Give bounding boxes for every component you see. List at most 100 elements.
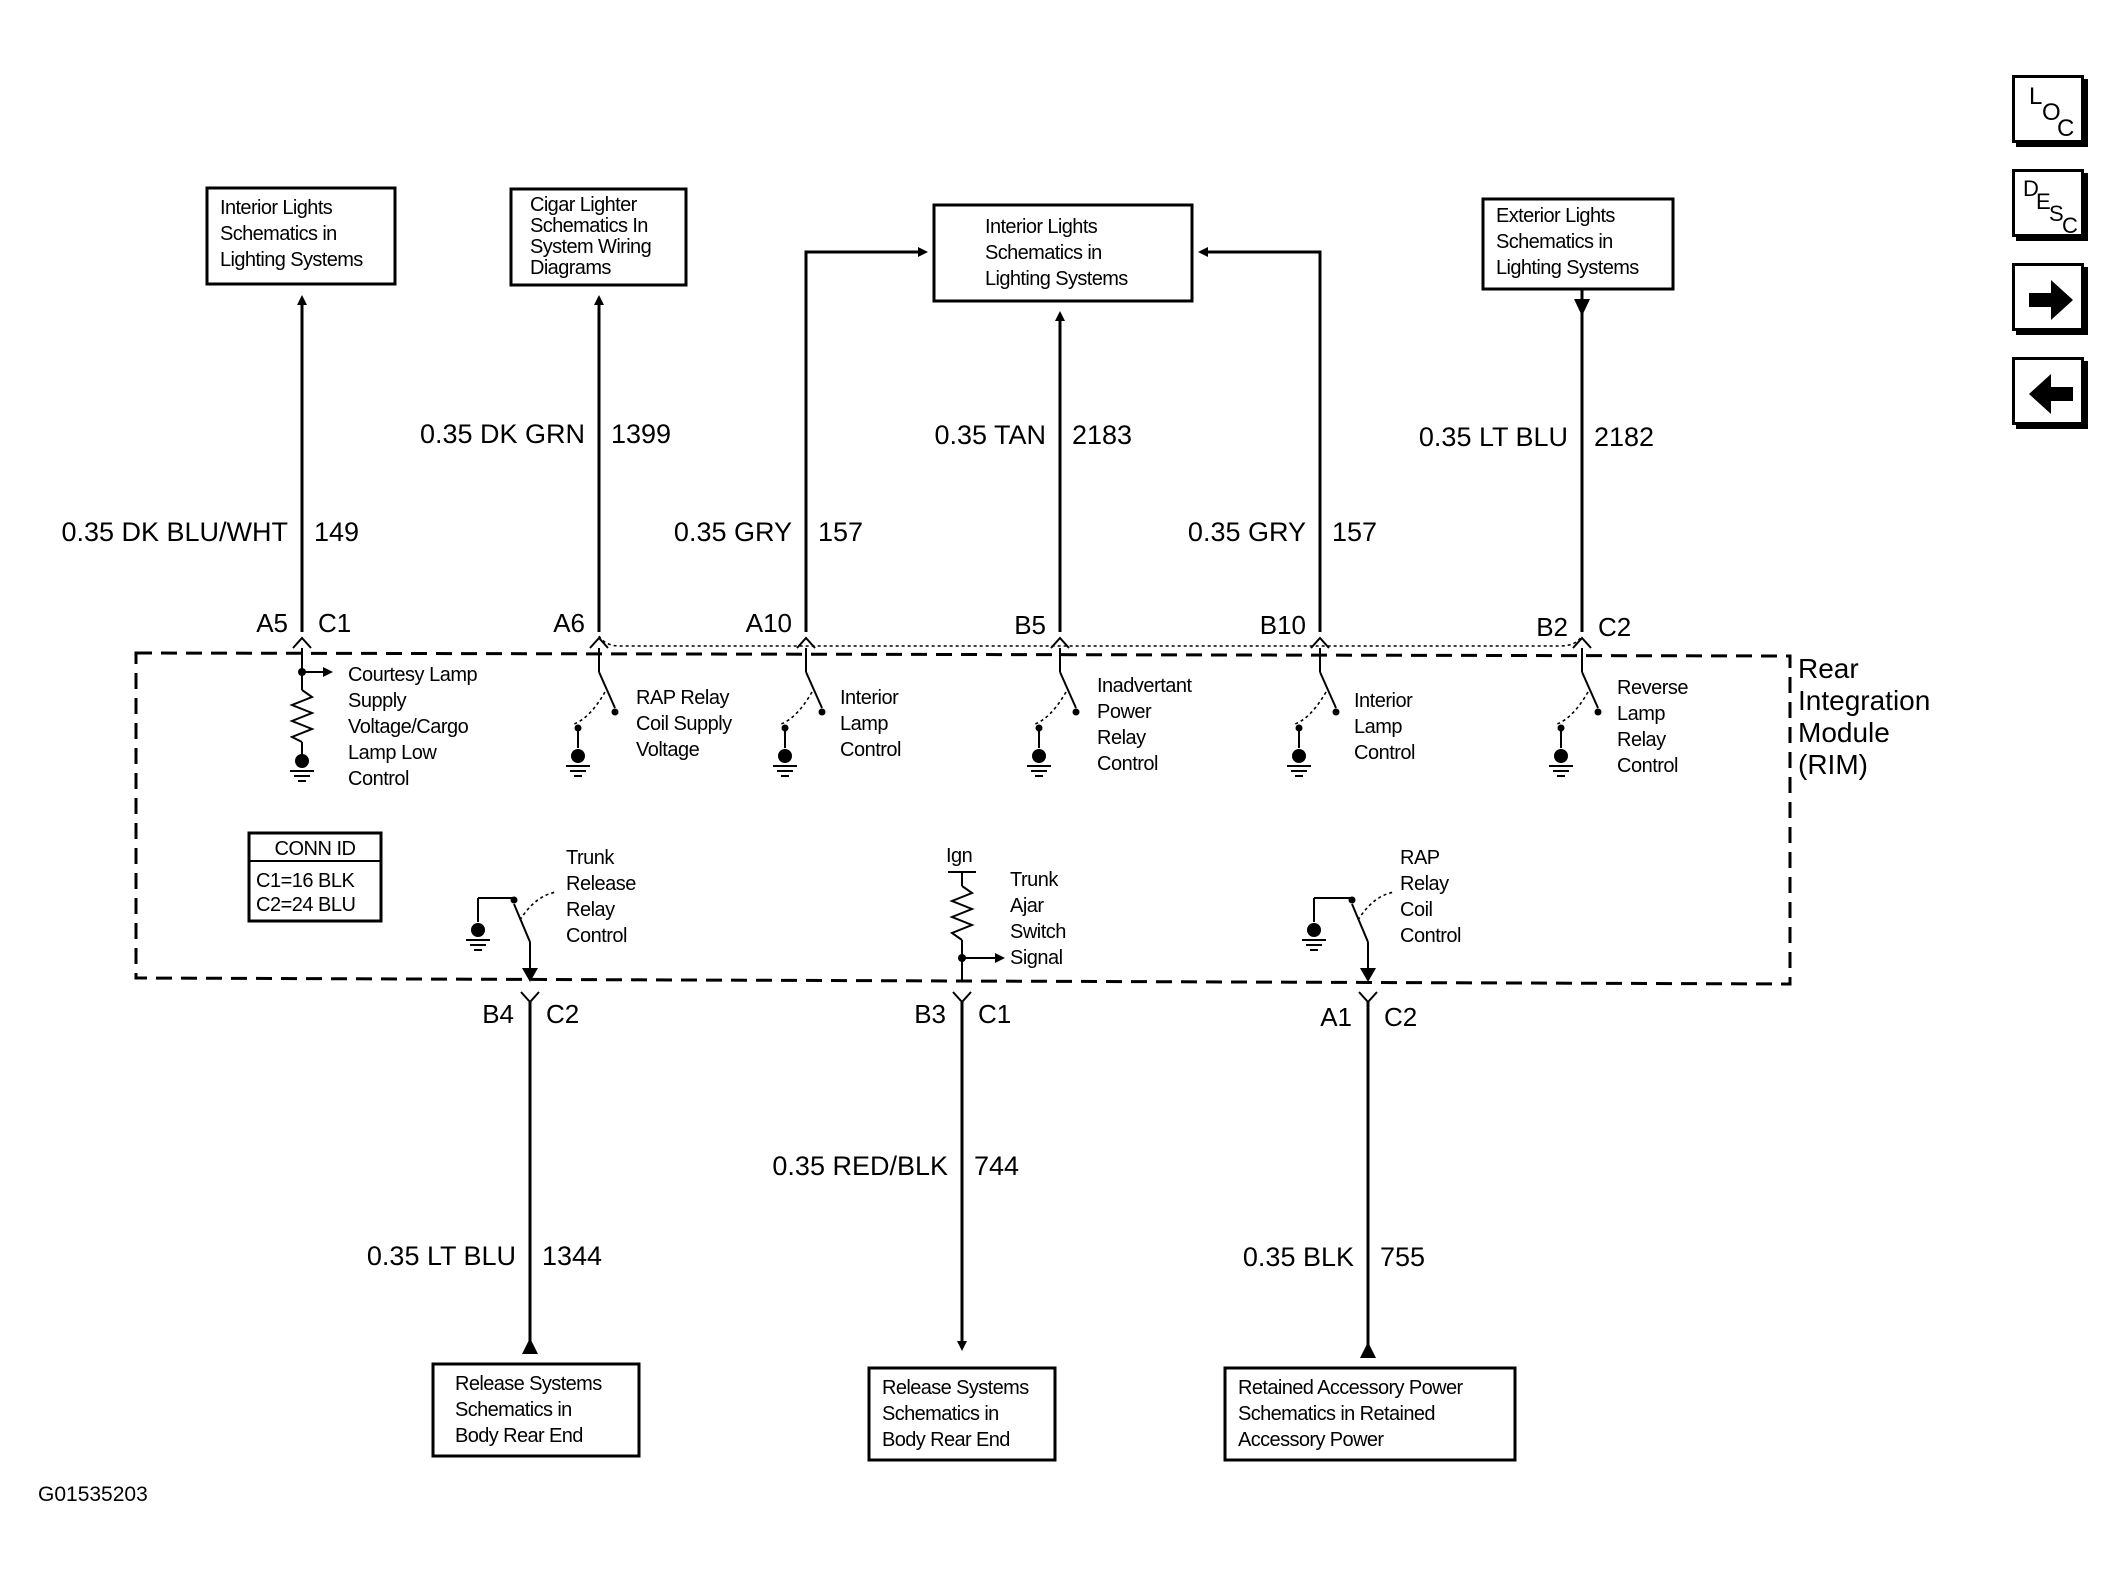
svg-text:Control: Control	[840, 739, 901, 761]
svg-text:E: E	[2036, 189, 2051, 214]
svg-text:C1: C1	[978, 999, 1011, 1029]
svg-text:C2: C2	[1598, 612, 1631, 642]
trunk-release-switch	[466, 891, 557, 982]
svg-text:Release Systems: Release Systems	[455, 1373, 602, 1395]
module-label: Rear Integration Module (RIM)	[1798, 653, 1930, 780]
svg-text:755: 755	[1380, 1242, 1425, 1272]
top-wire-labels: 0.35 DK BLU/WHT 149 0.35 DK GRN 1399 0.3…	[61, 419, 1654, 547]
svg-text:Switch: Switch	[1010, 921, 1066, 943]
function-label-inadvertant: Inadvertant Power Relay Control	[1097, 675, 1193, 775]
svg-text:B4: B4	[482, 999, 514, 1029]
bottom-box-3: Retained Accessory Power Schematics in R…	[1223, 1366, 1517, 1462]
svg-text:C2=24 BLU: C2=24 BLU	[256, 894, 355, 916]
svg-text:System Wiring: System Wiring	[530, 236, 651, 258]
svg-text:2182: 2182	[1594, 422, 1654, 452]
previous-page-button[interactable]	[2012, 357, 2084, 425]
trunk-ajar-circuit: Ign	[946, 845, 1005, 980]
svg-text:Accessory Power: Accessory Power	[1238, 1429, 1384, 1451]
top-box-2: Cigar Lighter Schematics In System Wirin…	[509, 187, 688, 287]
svg-text:Body Rear End: Body Rear End	[882, 1429, 1010, 1451]
svg-text:Control: Control	[1354, 742, 1415, 764]
module-boundary	[134, 651, 1792, 986]
svg-text:Reverse: Reverse	[1617, 677, 1688, 699]
svg-text:0.35 DK BLU/WHT: 0.35 DK BLU/WHT	[61, 517, 288, 547]
svg-text:Ign: Ign	[946, 845, 972, 867]
svg-text:0.35 GRY: 0.35 GRY	[1188, 517, 1306, 547]
svg-text:B5: B5	[1014, 610, 1046, 640]
courtesy-lamp-circuit	[289, 648, 333, 782]
bottom-box-2: Release Systems Schematics in Body Rear …	[867, 1366, 1057, 1462]
top-box-4: Exterior Lights Schematics in Lighting S…	[1481, 197, 1675, 291]
svg-text:744: 744	[974, 1151, 1019, 1181]
conn-id-box: CONN ID C1=16 BLK C2=24 BLU	[247, 831, 383, 923]
svg-text:Coil Supply: Coil Supply	[636, 713, 732, 735]
arrow-right-icon	[2029, 280, 2073, 320]
svg-text:C: C	[2062, 213, 2078, 238]
svg-text:Control: Control	[1617, 755, 1678, 777]
svg-text:Lamp Low: Lamp Low	[348, 742, 437, 764]
svg-text:0.35 LT BLU: 0.35 LT BLU	[1419, 422, 1568, 452]
svg-text:Relay: Relay	[566, 899, 615, 921]
reverse-lamp-switch	[1549, 648, 1602, 777]
svg-text:A1: A1	[1320, 1002, 1352, 1032]
svg-text:Interior: Interior	[840, 687, 899, 709]
svg-text:B10: B10	[1260, 610, 1306, 640]
svg-text:Body Rear End: Body Rear End	[455, 1425, 583, 1447]
svg-text:C2: C2	[546, 999, 579, 1029]
loc-button[interactable]: L O C	[2012, 75, 2084, 143]
svg-text:0.35 DK GRN: 0.35 DK GRN	[420, 419, 585, 449]
svg-text:149: 149	[314, 517, 359, 547]
svg-text:Ajar: Ajar	[1010, 895, 1044, 917]
function-label-interior-2: Interior Lamp Control	[1354, 690, 1416, 764]
svg-text:Power: Power	[1097, 701, 1152, 723]
top-wires	[297, 247, 1590, 647]
svg-text:C: C	[2057, 115, 2074, 142]
svg-text:Lamp: Lamp	[840, 713, 888, 735]
svg-text:Lamp: Lamp	[1617, 703, 1665, 725]
next-page-button[interactable]	[2012, 263, 2084, 331]
svg-text:Cigar Lighter: Cigar Lighter	[530, 194, 638, 216]
svg-text:RAP Relay: RAP Relay	[636, 687, 729, 709]
rap-coil-supply-switch	[566, 648, 619, 777]
svg-text:1344: 1344	[542, 1241, 602, 1271]
svg-text:Integration: Integration	[1798, 685, 1930, 716]
svg-text:157: 157	[818, 517, 863, 547]
svg-text:Control: Control	[348, 768, 409, 790]
function-label-trunk-ajar: Trunk Ajar Switch Signal	[1010, 869, 1066, 969]
svg-text:0.35 TAN: 0.35 TAN	[934, 420, 1046, 450]
svg-text:Control: Control	[1097, 753, 1158, 775]
function-label-courtesy: Courtesy Lamp Supply Voltage/Cargo Lamp …	[348, 664, 478, 790]
svg-text:0.35 GRY: 0.35 GRY	[674, 517, 792, 547]
top-pins: A5 C1 A6 A10 B5 B10 B2 C2	[256, 608, 1631, 649]
svg-text:Relay: Relay	[1617, 729, 1666, 751]
svg-text:Relay: Relay	[1097, 727, 1146, 749]
top-box-1: Interior Lights Schematics in Lighting S…	[205, 186, 397, 286]
svg-text:Schematics in: Schematics in	[220, 223, 337, 245]
bottom-wire-labels: 0.35 LT BLU 1344 0.35 RED/BLK 744 0.35 B…	[367, 1151, 1425, 1272]
svg-text:Release Systems: Release Systems	[882, 1377, 1029, 1399]
svg-text:S: S	[2049, 201, 2064, 226]
svg-text:Coil: Coil	[1400, 899, 1433, 921]
svg-text:Interior: Interior	[1354, 690, 1413, 712]
svg-text:Lamp: Lamp	[1354, 716, 1402, 738]
loc-glyph: L O C	[2029, 83, 2074, 142]
top-box-3: Interior Lights Schematics in Lighting S…	[932, 203, 1194, 303]
svg-text:Release: Release	[566, 873, 636, 895]
svg-text:Diagrams: Diagrams	[530, 257, 611, 279]
svg-text:B3: B3	[914, 999, 946, 1029]
svg-text:Supply: Supply	[348, 690, 407, 712]
desc-button[interactable]: D E S C	[2012, 169, 2084, 238]
svg-text:Exterior Lights: Exterior Lights	[1496, 205, 1615, 227]
function-label-interior-1: Interior Lamp Control	[840, 687, 902, 761]
svg-text:Control: Control	[1400, 925, 1461, 947]
desc-glyph: D E S C	[2023, 176, 2078, 238]
svg-text:Control: Control	[566, 925, 627, 947]
svg-text:Relay: Relay	[1400, 873, 1449, 895]
bottom-pins: B4 C2 B3 C1 A1 C2	[482, 991, 1417, 1032]
svg-text:Lighting Systems: Lighting Systems	[220, 249, 363, 271]
function-label-rap-control: RAP Relay Coil Control	[1400, 847, 1462, 947]
svg-text:A10: A10	[746, 608, 792, 638]
function-label-reverse: Reverse Lamp Relay Control	[1617, 677, 1689, 777]
svg-text:C1: C1	[318, 608, 351, 638]
